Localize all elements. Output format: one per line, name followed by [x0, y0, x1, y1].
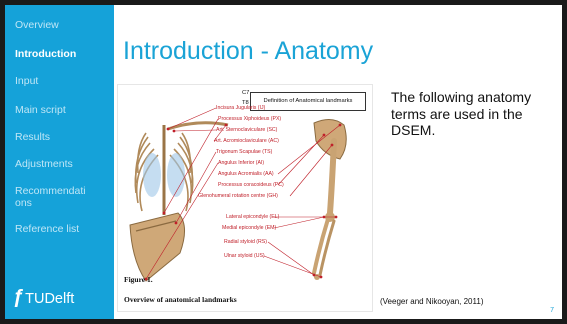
- landmark-label: Processus Xiphoideus (PX): [218, 116, 281, 122]
- vertebra-label-c7: C7: [242, 90, 249, 96]
- body-text: The following anatomy terms are used in …: [391, 89, 551, 139]
- landmark-label: Incisura Jugularis (IJ): [216, 105, 265, 111]
- page-number: 7: [550, 307, 554, 314]
- anatomy-figure: C7 T8 Definition of Anatomical landmarks…: [117, 84, 373, 312]
- landmark-label: Art. Sternoclaviculare (SC): [216, 127, 277, 133]
- landmark-label: Radial styloid (RS): [224, 239, 267, 245]
- nav-item-adjustments[interactable]: Adjustments: [15, 158, 111, 170]
- slide: Overview Introduction Input Main script …: [5, 5, 562, 319]
- scapula-right-icon: [314, 119, 346, 159]
- landmark-label: Angulus Acromialis (AA): [218, 171, 274, 177]
- logo-text: TUDelft: [25, 291, 74, 307]
- figure-number: Figure 1.: [124, 275, 153, 284]
- nav-item-main-script[interactable]: Main script: [15, 104, 111, 116]
- landmark-label: Processus coracoideus (PC): [218, 182, 284, 188]
- nav-item-overview[interactable]: Overview: [15, 19, 111, 31]
- nav-item-recommendations[interactable]: Recommendati ons: [15, 185, 85, 209]
- landmark-label: Glenohumeral rotation centre (GH): [198, 193, 278, 199]
- humerus-icon: [330, 141, 334, 213]
- landmark-label: Trigonum Scapulae (TS): [216, 149, 272, 155]
- slide-title: Introduction - Anatomy: [123, 37, 373, 66]
- landmark-label: Lateral epicondyle (EL): [226, 214, 279, 220]
- landmark-label: Angulus Inferior (AI): [218, 160, 264, 166]
- nav-item-reference-list[interactable]: Reference list: [15, 223, 111, 235]
- landmark-label: Art. Acromioclaviculare (AC): [214, 138, 279, 144]
- citation: (Veeger and Nikooyan, 2011): [380, 297, 483, 306]
- figure-caption: Overview of anatomical landmarks: [124, 295, 237, 304]
- nav-item-results[interactable]: Results: [15, 131, 111, 143]
- landmark-label: Ulnar styloid (US): [224, 253, 265, 259]
- tudelft-logo: ƒ TUDelft: [13, 287, 74, 307]
- landmark-label: Medial epicondyle (EM): [222, 225, 276, 231]
- legend-box: Definition of Anatomical landmarks: [250, 92, 366, 111]
- flame-icon: ƒ: [13, 287, 24, 307]
- nav-item-introduction[interactable]: Introduction: [15, 48, 111, 60]
- sidebar-nav: Overview Introduction Input Main script …: [5, 5, 114, 319]
- nav-item-input[interactable]: Input: [15, 75, 111, 87]
